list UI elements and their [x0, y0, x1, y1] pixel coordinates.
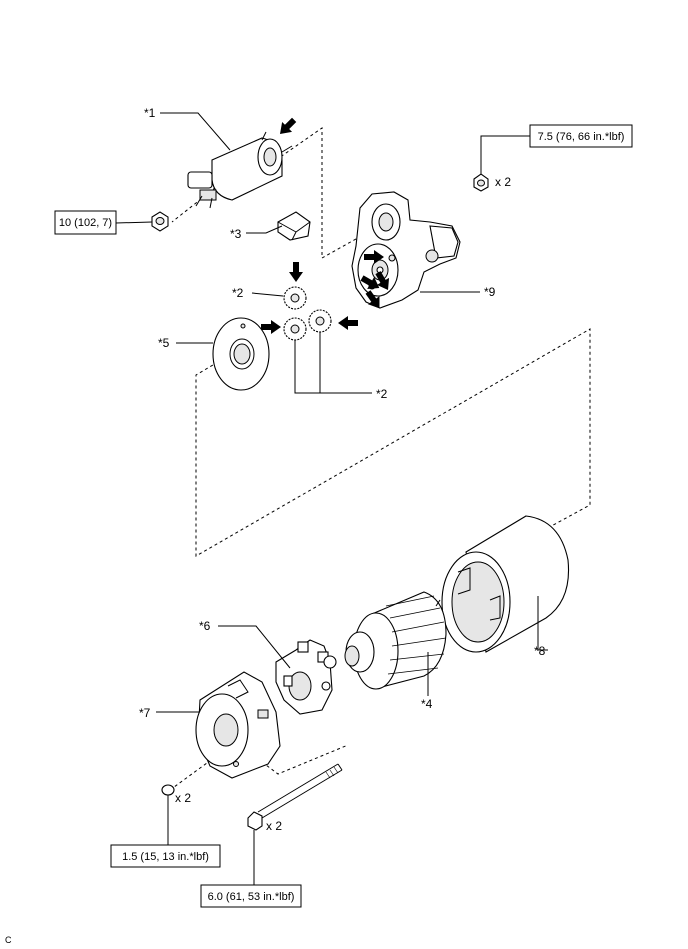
nut-left [151, 211, 169, 232]
torque-box-nut-left [54, 210, 117, 235]
part-label-3: *3 [230, 227, 242, 241]
part-label-1: *1 [144, 106, 156, 120]
arrow-mark [289, 262, 303, 282]
screw [161, 784, 175, 803]
end-frame-part-7 [195, 671, 281, 779]
torque-box-screw [110, 844, 221, 868]
torque-spec-nut-top-right: 7.5 (76, 66 in.*lbf) [538, 131, 625, 143]
torque-spec-screw: 1.5 (15, 13 in.*lbf) [122, 851, 209, 863]
figure-code: C [5, 935, 12, 945]
arrow-mark [275, 114, 300, 139]
torque-spec-nut-left: 10 (102, 7) [59, 217, 112, 229]
part-label-2-top: *2 [232, 286, 244, 300]
starter-housing-part-9 [351, 191, 461, 309]
yoke-part-8 [441, 515, 570, 653]
quantity-through-bolt: x 2 [266, 819, 282, 833]
planetary-gear-right [308, 309, 332, 333]
planetary-gear-top [283, 286, 307, 310]
assembly-guide-lines [169, 127, 591, 791]
magnet-switch-part-1 [187, 131, 293, 209]
part-label-7: *7 [139, 706, 151, 720]
plate-part-5 [212, 317, 270, 391]
quantity-nut-top-right: x 2 [495, 175, 511, 189]
armature-part-4 [344, 591, 447, 690]
through-bolt [247, 763, 343, 831]
torque-box-through-bolt [200, 884, 302, 908]
arrow-mark [261, 320, 281, 334]
arrow-mark [338, 316, 358, 330]
quantity-screw: x 2 [175, 791, 191, 805]
part-3-piece [277, 211, 311, 241]
part-label-9: *9 [484, 285, 496, 299]
part-label-8: *8 [534, 644, 546, 658]
part-label-4: *4 [421, 697, 433, 711]
brush-holder-part-6 [275, 639, 337, 715]
torque-spec-through-bolt: 6.0 (61, 53 in.*lbf) [208, 891, 295, 903]
planetary-gear-left [283, 317, 307, 341]
torque-box-nut-top-right [529, 124, 633, 148]
part-label-5: *5 [158, 336, 170, 350]
part-label-2-bottom: *2 [376, 387, 388, 401]
part-label-6: *6 [199, 619, 211, 633]
nut-top-right [473, 173, 489, 192]
